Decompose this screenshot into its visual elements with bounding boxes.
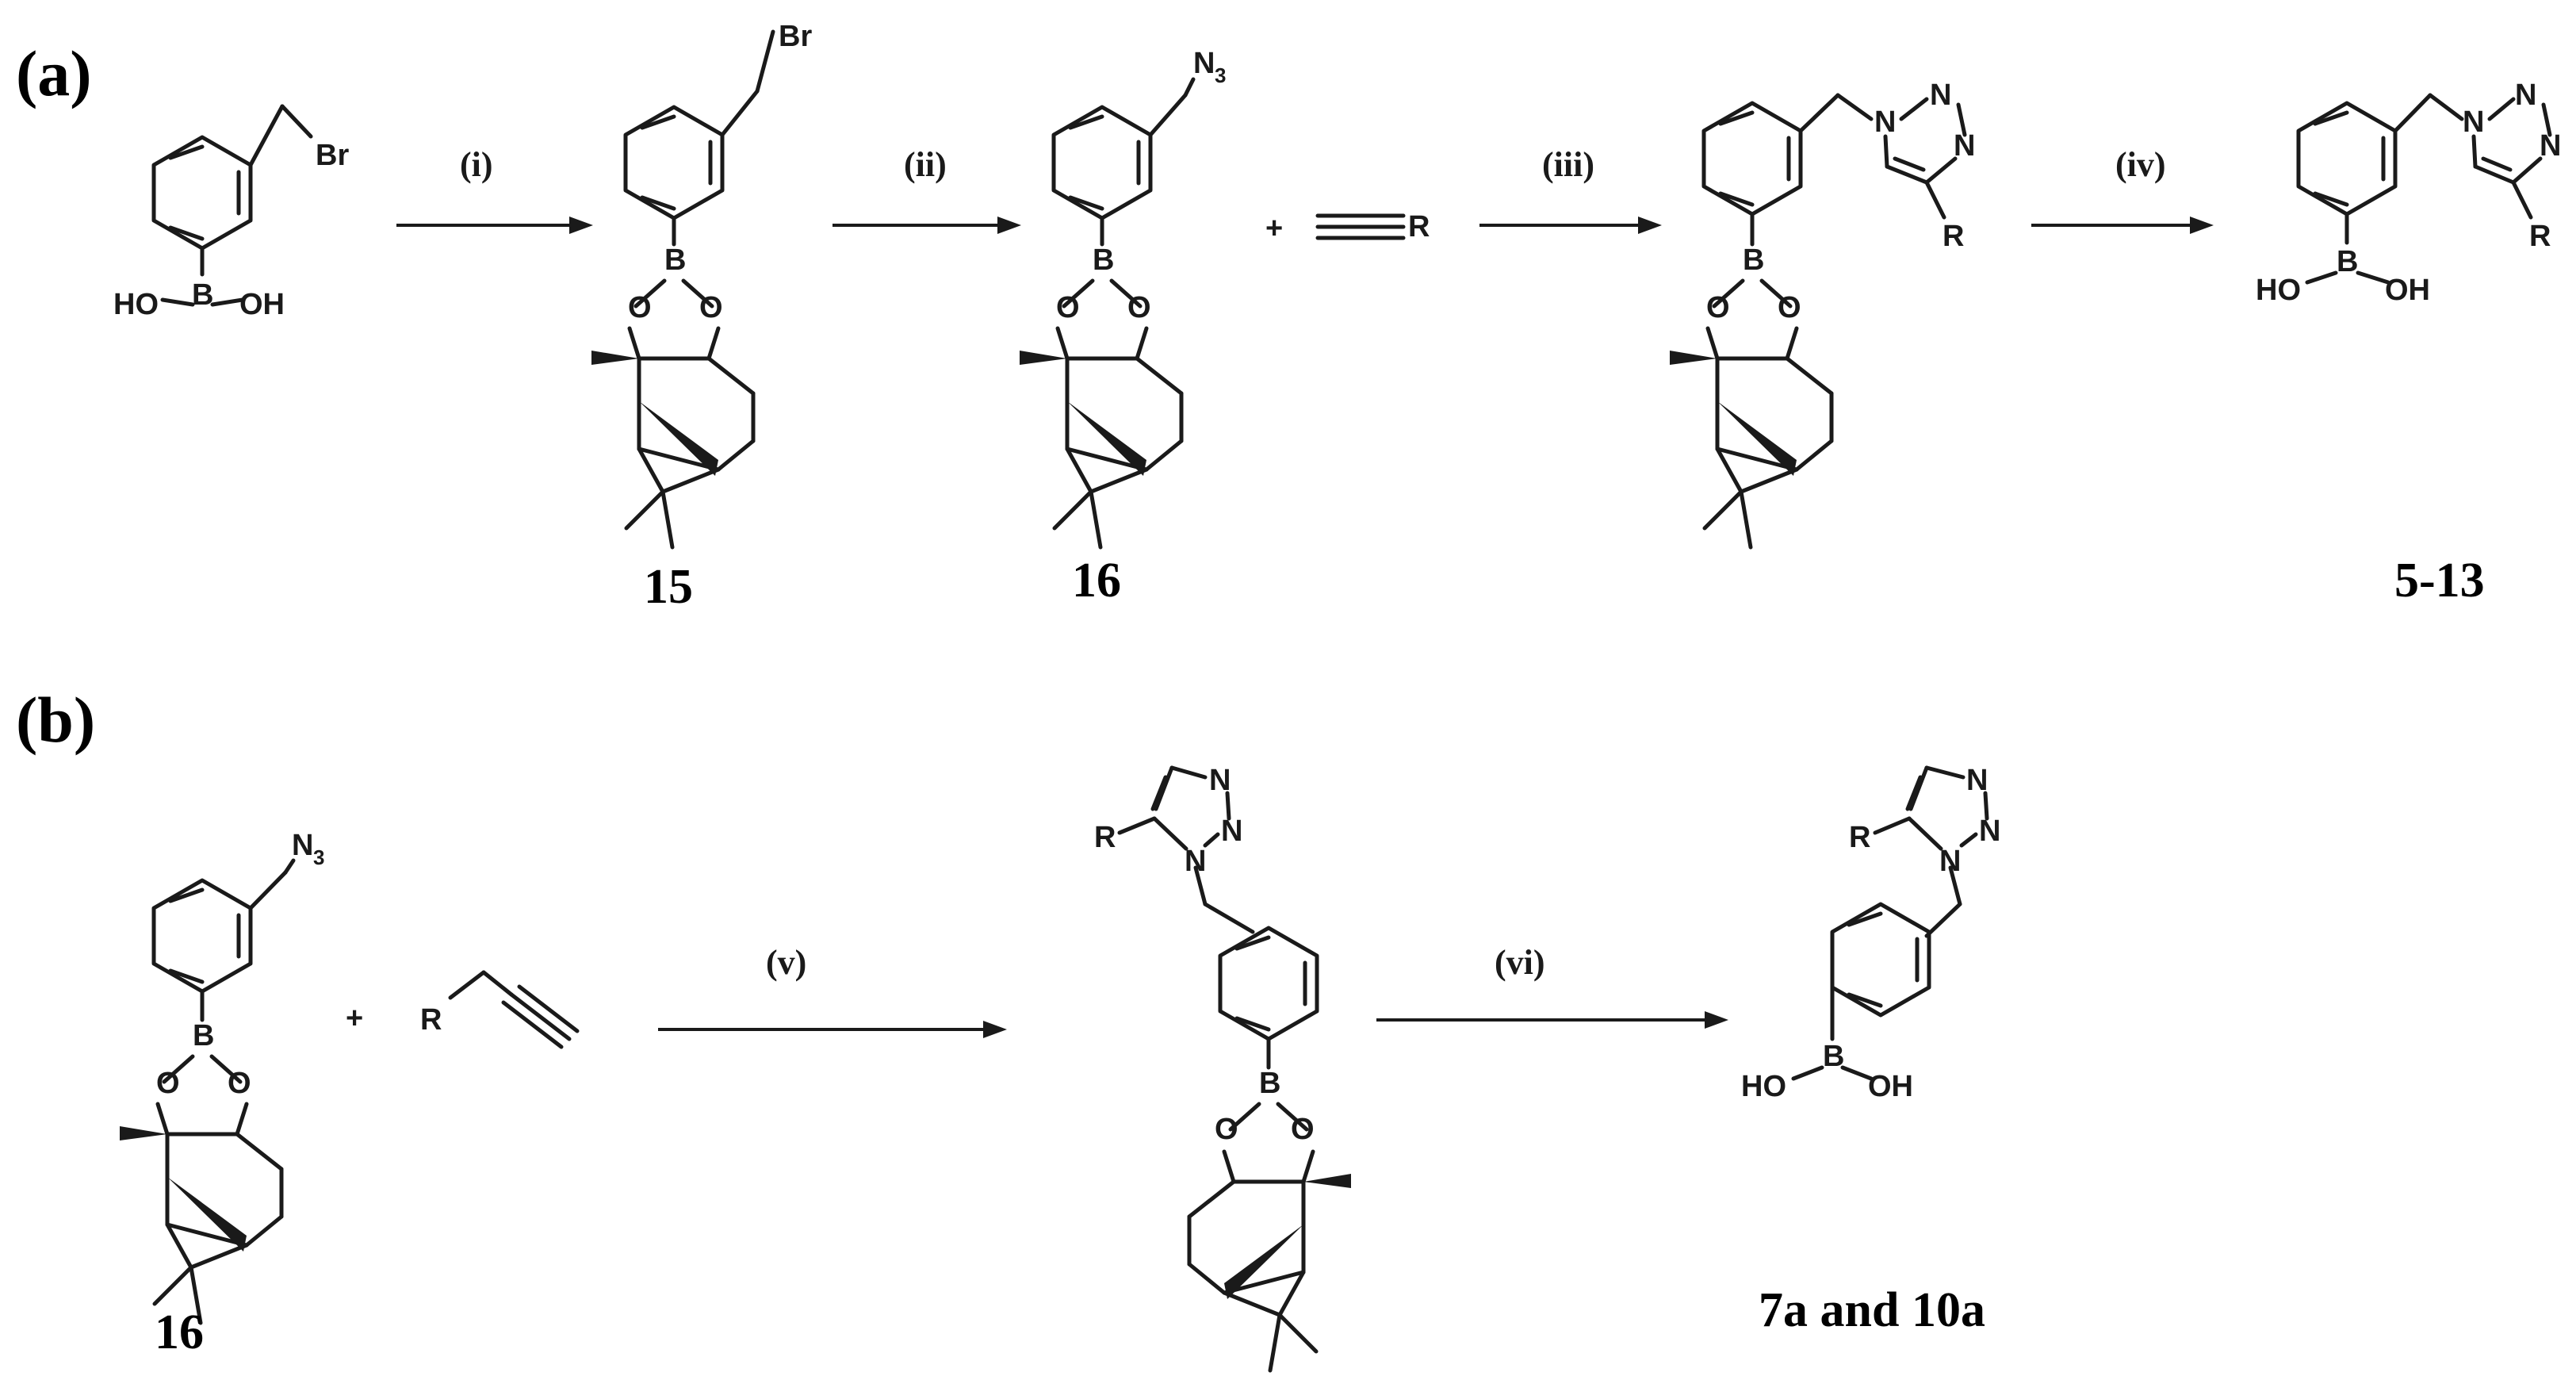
- svg-text:O: O: [1291, 1113, 1315, 1146]
- svg-text:R: R: [420, 1003, 442, 1037]
- svg-text:O: O: [1215, 1113, 1238, 1146]
- svg-text:N: N: [1954, 129, 1975, 163]
- svg-text:3: 3: [1215, 63, 1226, 87]
- svg-text:N: N: [1939, 845, 1961, 878]
- molecule-16: [1020, 77, 1196, 547]
- svg-text:OH: OH: [1868, 1070, 1913, 1103]
- svg-text:O: O: [1706, 291, 1730, 324]
- reaction-arrow-iv: [2031, 217, 2214, 234]
- svg-text:O: O: [1056, 291, 1080, 324]
- molecule-terminal-alkyne: [1315, 213, 1406, 240]
- panel-label-a: (a): [16, 37, 92, 109]
- reaction-arrow-iii: [1479, 217, 1662, 234]
- svg-text:N: N: [1979, 815, 2000, 848]
- svg-text:B: B: [1093, 243, 1114, 277]
- molecule-7a-10a: [1791, 765, 1989, 1081]
- plus-sign: +: [1265, 212, 1283, 245]
- compound-label-16-b: 16: [155, 1305, 204, 1359]
- condition-vi: (vi): [1495, 943, 1545, 982]
- svg-text:O: O: [628, 291, 652, 324]
- reaction-arrow-vi: [1376, 1011, 1728, 1029]
- svg-text:O: O: [699, 291, 723, 324]
- molecule-propargyl: [448, 970, 580, 1049]
- compound-label-15: 15: [644, 560, 693, 614]
- svg-text:B: B: [193, 1019, 214, 1052]
- svg-text:R: R: [1094, 821, 1116, 854]
- compound-label-5-13: 5-13: [2394, 554, 2485, 608]
- svg-text:N: N: [2463, 105, 2484, 139]
- svg-text:R: R: [2529, 220, 2551, 253]
- molecule-start-boronic-acid: [154, 104, 313, 307]
- reaction-arrow-ii: [833, 217, 1021, 234]
- compound-label-7a-10a: 7a and 10a: [1759, 1283, 1985, 1337]
- svg-text:O: O: [1778, 291, 1801, 324]
- molecule-5-13: [2298, 93, 2552, 285]
- svg-text:O: O: [156, 1067, 180, 1100]
- svg-text:O: O: [1127, 291, 1151, 324]
- reaction-arrow-v: [658, 1021, 1007, 1038]
- molecule-15: [591, 29, 775, 547]
- svg-text:R: R: [1943, 220, 1964, 253]
- svg-text:OH: OH: [2385, 274, 2430, 307]
- svg-text:R: R: [1408, 210, 1430, 243]
- svg-text:3: 3: [313, 845, 324, 869]
- svg-text:HO: HO: [1741, 1070, 1786, 1103]
- svg-text:OH: OH: [239, 288, 285, 321]
- svg-text:B: B: [1823, 1040, 1844, 1073]
- svg-text:N: N: [292, 829, 313, 862]
- svg-text:HO: HO: [2256, 274, 2301, 307]
- svg-text:N: N: [1874, 105, 1896, 139]
- svg-text:O: O: [228, 1067, 251, 1100]
- svg-text:Br: Br: [779, 20, 812, 53]
- svg-text:R: R: [1849, 821, 1870, 854]
- molecule-triazole-boronate-ester: [1670, 93, 1967, 547]
- svg-text:B: B: [1259, 1067, 1280, 1100]
- svg-text:B: B: [192, 278, 213, 312]
- svg-text:B: B: [664, 243, 686, 277]
- condition-i: (i): [460, 145, 493, 184]
- svg-text:HO: HO: [113, 288, 159, 321]
- condition-iv: (iv): [2115, 145, 2166, 184]
- condition-ii: (ii): [904, 145, 947, 184]
- panel-label-b: (b): [16, 684, 95, 756]
- molecule-16-b: [120, 858, 296, 1323]
- svg-text:Br: Br: [316, 139, 349, 172]
- svg-text:N: N: [1193, 47, 1215, 80]
- svg-text:N: N: [1966, 764, 1988, 797]
- compound-label-16: 16: [1072, 554, 1121, 608]
- svg-text:N: N: [1209, 764, 1231, 797]
- reaction-arrow-i: [396, 217, 593, 234]
- svg-text:N: N: [2540, 129, 2561, 163]
- plus-sign-b: +: [346, 1002, 363, 1035]
- svg-text:N: N: [1221, 815, 1242, 848]
- condition-v: (v): [766, 943, 806, 982]
- svg-text:B: B: [1743, 243, 1764, 277]
- svg-text:N: N: [1930, 79, 1951, 112]
- svg-text:N: N: [1185, 845, 1206, 878]
- svg-text:N: N: [2515, 79, 2536, 112]
- svg-text:B: B: [2337, 245, 2358, 278]
- molecule-15-triazole-boronate-ester: [1117, 765, 1351, 1370]
- condition-iii: (iii): [1542, 145, 1594, 184]
